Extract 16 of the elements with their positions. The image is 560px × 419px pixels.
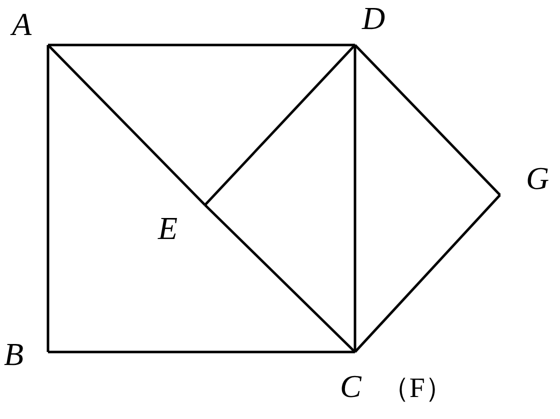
line-segment bbox=[48, 350, 355, 354]
line-segment bbox=[354, 194, 501, 353]
point-label: C bbox=[340, 370, 362, 402]
point-label: E bbox=[158, 212, 178, 244]
line-segment bbox=[46, 45, 50, 352]
line-segment bbox=[354, 45, 356, 352]
point-label: G bbox=[526, 162, 550, 194]
point-label: A bbox=[12, 8, 32, 40]
line-segment bbox=[47, 44, 206, 206]
point-label: B bbox=[4, 338, 24, 370]
line-segment bbox=[204, 44, 356, 206]
line-segment bbox=[48, 44, 355, 46]
point-label: （F） bbox=[381, 375, 453, 403]
line-segment bbox=[204, 204, 356, 353]
point-label: D bbox=[362, 2, 386, 34]
line-segment bbox=[354, 44, 501, 196]
